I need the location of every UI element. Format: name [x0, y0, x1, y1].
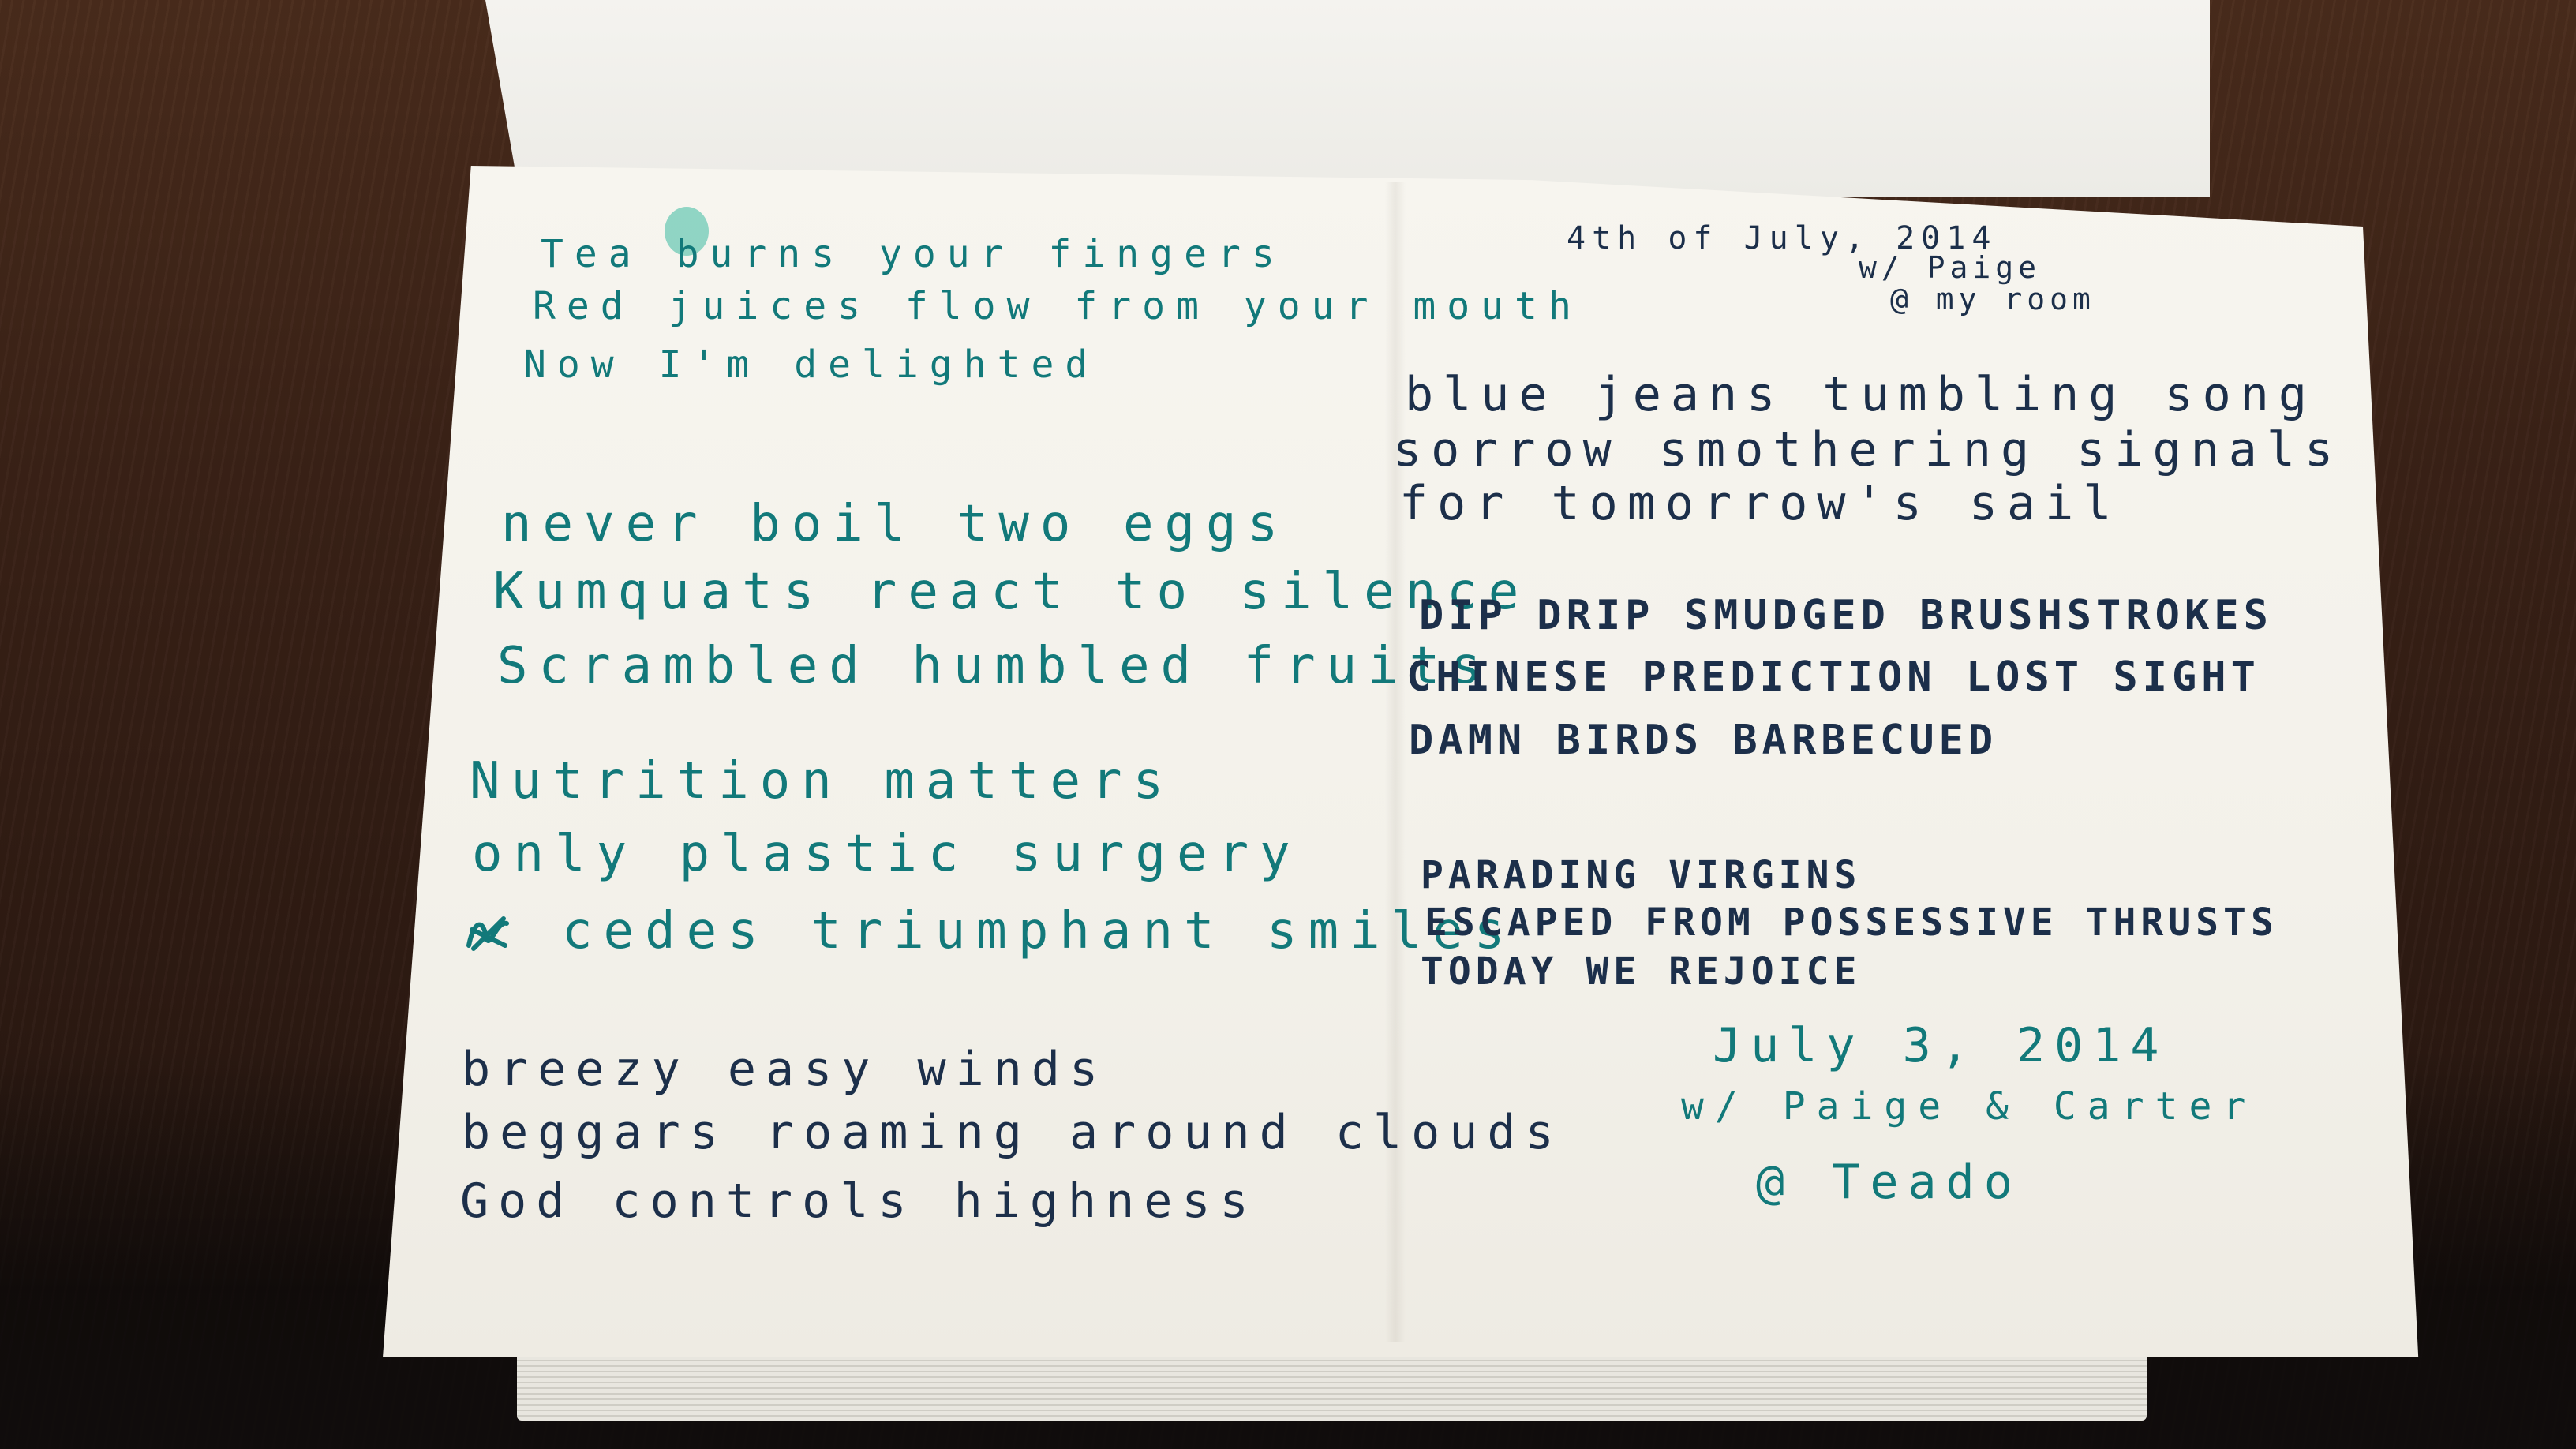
- haiku-6-line-1: DIP DRIP SMUDGED BRUSHSTROKES: [1419, 592, 2273, 639]
- haiku-5-line-2: sorrow smothering signals: [1393, 422, 2343, 477]
- haiku-4-line-3: God controls highness: [460, 1174, 1258, 1229]
- haiku-1-line-1: Tea burns your fingers: [541, 232, 1286, 276]
- date-note-2-line-1: July 3, 2014: [1713, 1018, 2169, 1073]
- haiku-4-line-2: beggars roaming around clouds: [462, 1105, 1563, 1160]
- notebook-page: [383, 166, 2419, 1357]
- date-note-1-line-1: 4th of July, 2014: [1567, 220, 1998, 256]
- haiku-7-line-1: PARADING VIRGINS: [1421, 853, 1862, 897]
- ink-smudge: [665, 207, 709, 256]
- haiku-3-line-1: Nutrition matters: [470, 752, 1175, 811]
- date-note-1-line-2: w/ Paige: [1859, 250, 2042, 285]
- scribble-mark: [466, 916, 509, 951]
- previous-page: [485, 0, 2210, 197]
- date-note-2-line-3: @ Teado: [1756, 1155, 2022, 1210]
- haiku-1-line-3: Now I'm delighted: [523, 343, 1099, 387]
- haiku-7-line-3: TODAY WE REJOICE: [1421, 949, 1862, 994]
- haiku-5-line-1: blue jeans tumbling song: [1405, 367, 2316, 422]
- haiku-3-line-2: only plastic surgery: [472, 825, 1301, 883]
- haiku-4-line-1: breezy easy winds: [462, 1042, 1108, 1097]
- haiku-2-line-2: Kumquats react to silence: [493, 563, 1530, 621]
- page-crease: [1385, 182, 1406, 1342]
- haiku-1-line-2: Red juices flow from your mouth: [533, 284, 1582, 328]
- haiku-7-line-2: ESCAPED FROM POSSESSIVE THRUSTS: [1425, 900, 2278, 945]
- haiku-2-line-1: never boil two eggs: [501, 495, 1290, 553]
- haiku-3-line-3: cedes triumphant smiles: [562, 902, 1516, 960]
- haiku-6-line-3: DAMN BIRDS BARBECUED: [1409, 717, 1998, 764]
- haiku-2-line-3: Scrambled humbled fruits: [497, 637, 1492, 695]
- haiku-5-line-3: for tomorrow's sail: [1399, 476, 2121, 531]
- haiku-6-line-2: CHINESE PREDICTION LOST SIGHT: [1406, 653, 2260, 701]
- date-note-2-line-2: w/ Paige & Carter: [1681, 1084, 2257, 1129]
- date-note-1-line-3: @ my room: [1890, 282, 2095, 316]
